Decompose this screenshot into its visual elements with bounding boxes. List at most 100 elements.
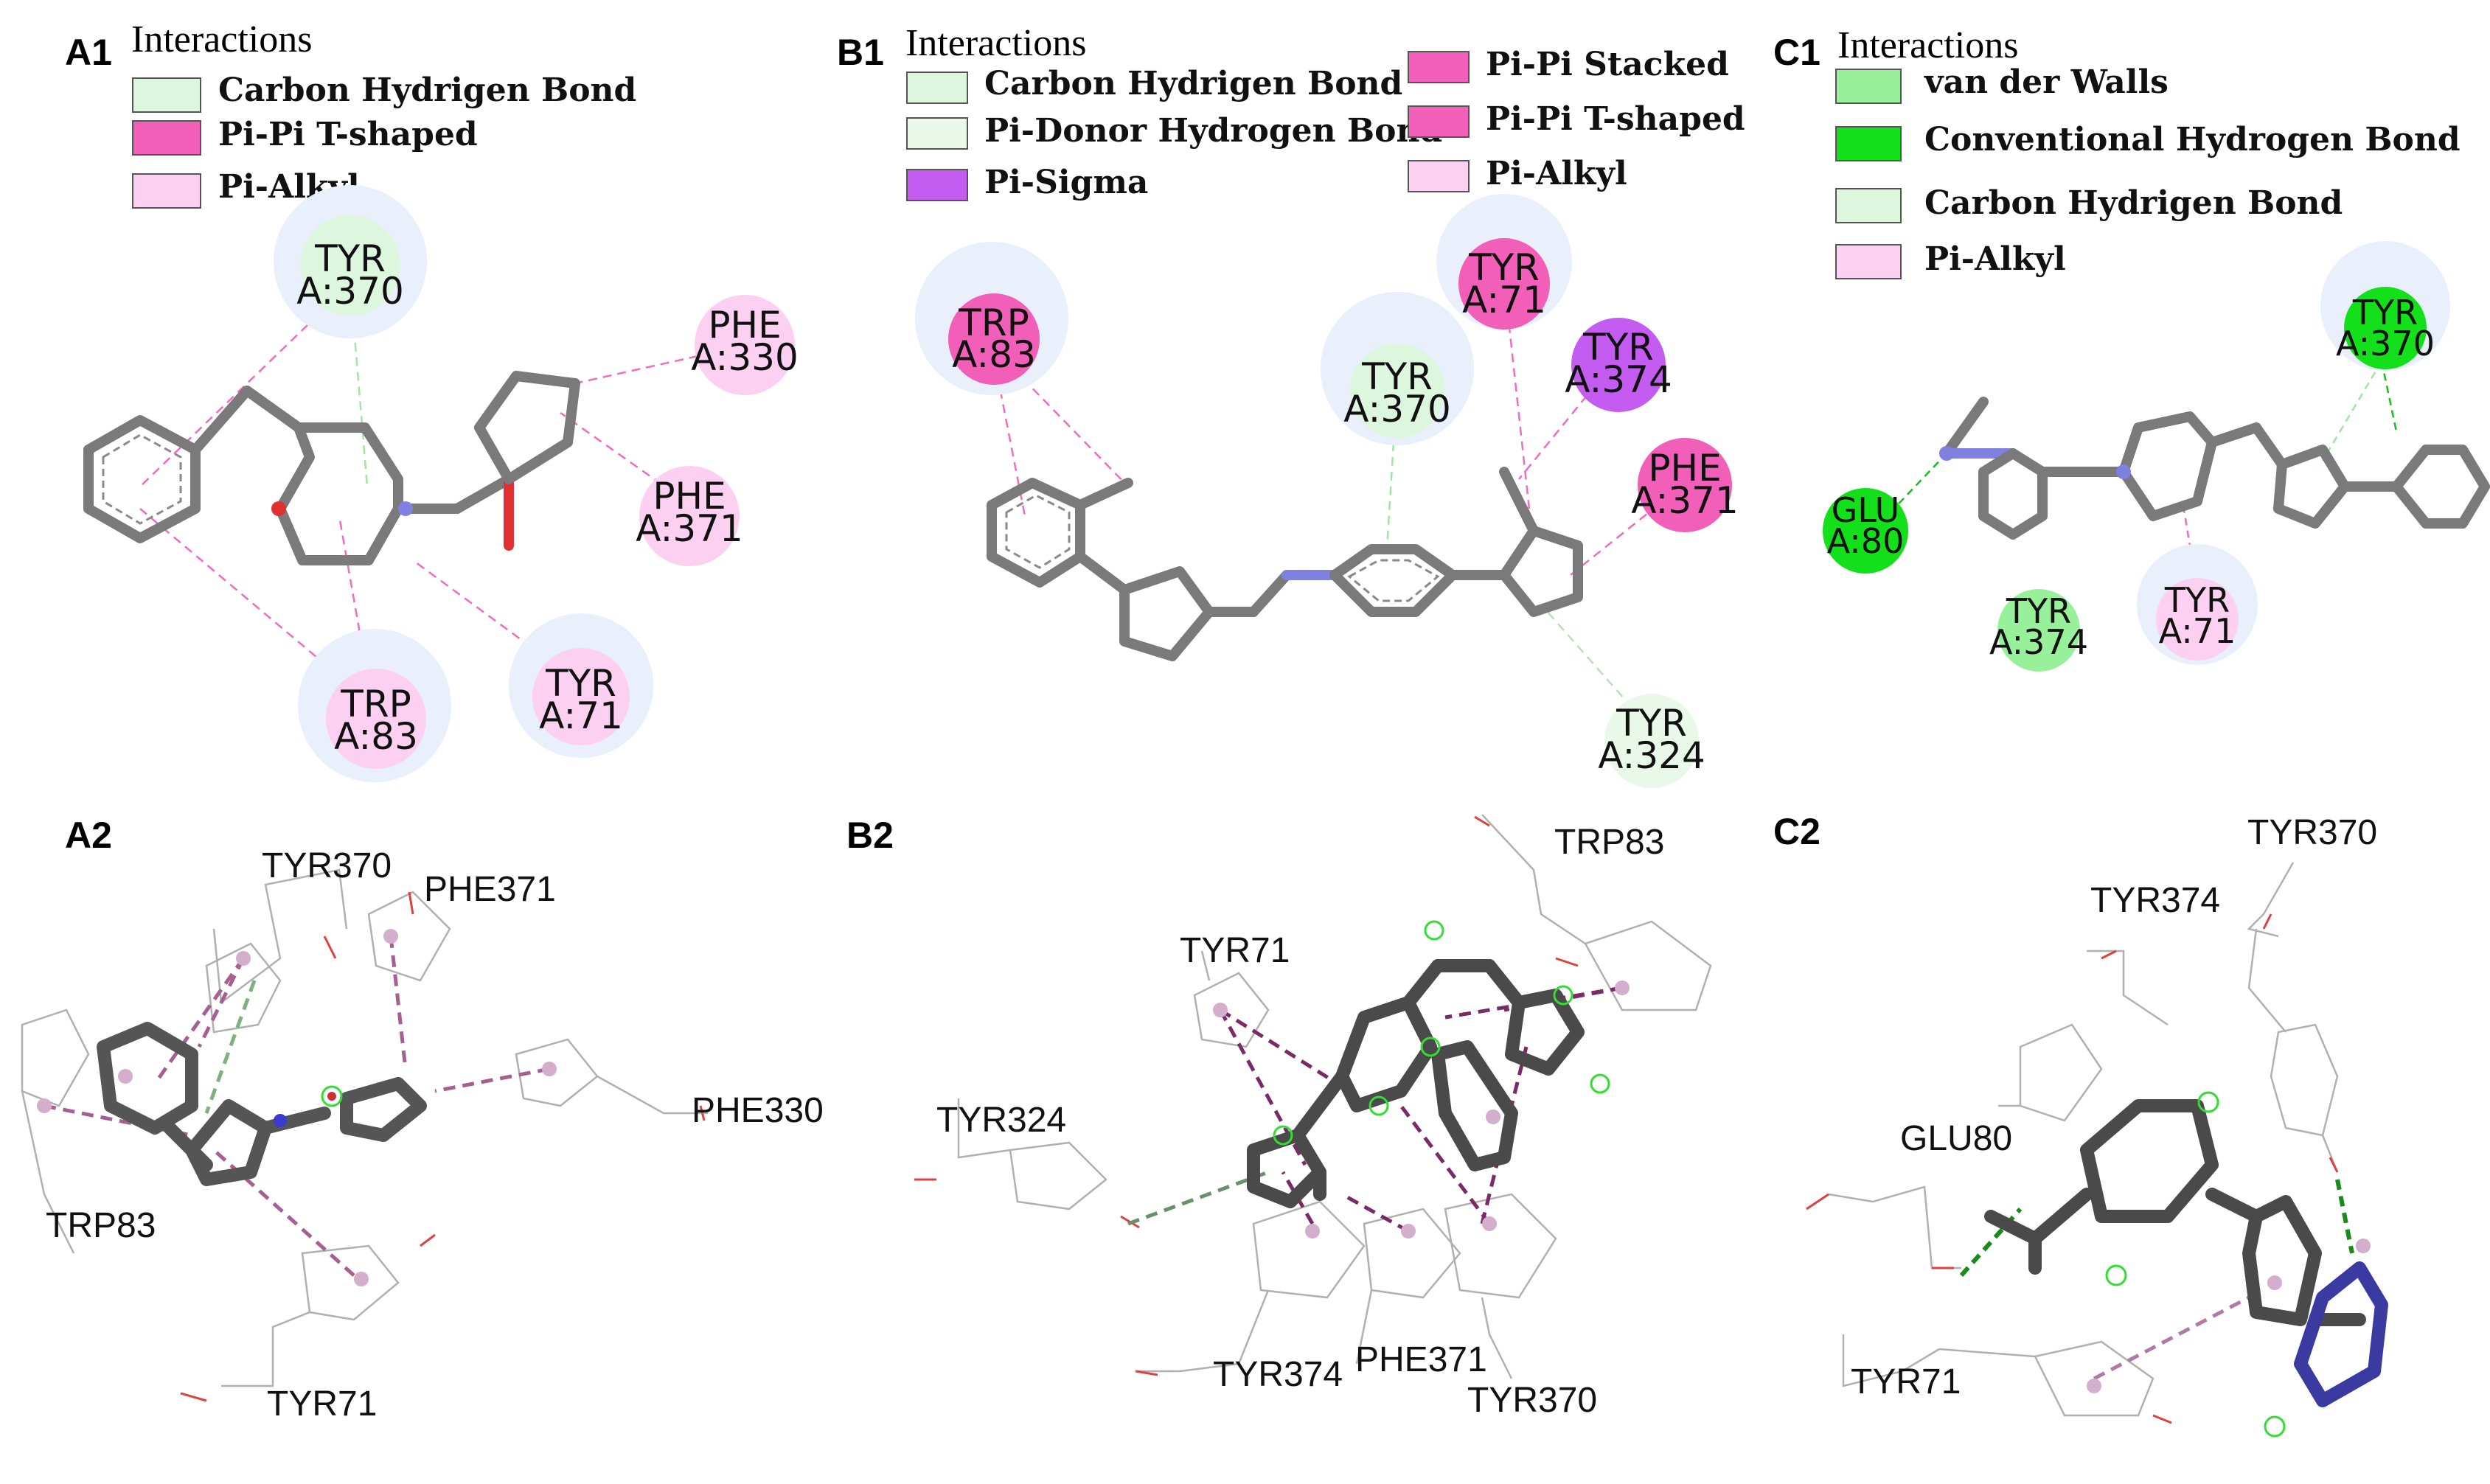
residue-disc <box>695 295 795 395</box>
residue-disc <box>1997 589 2080 672</box>
residue-label: TYR370 <box>2247 813 2377 852</box>
panel-b2: B2 <box>846 814 1712 1420</box>
legend-label: Pi-Pi Stacked <box>1486 46 1729 83</box>
oxygen-bond <box>1806 1193 1829 1210</box>
oxygen-bond <box>420 1233 436 1247</box>
hbond-marker <box>1369 1095 1389 1116</box>
nitrogen-atom <box>2116 464 2131 479</box>
residue-label: TYR370 <box>262 846 392 885</box>
residue-position: A:83 <box>952 333 1036 376</box>
residue-wireframe <box>1355 1289 1373 1365</box>
pi-centroid <box>2087 1379 2101 1393</box>
bond <box>1483 959 1526 1009</box>
bond <box>1941 397 1989 459</box>
ring-bond <box>293 422 403 514</box>
residue-name: TYR <box>1582 326 1654 369</box>
hbond-marker <box>1420 1037 1441 1057</box>
residue-wireframe <box>2019 1023 2103 1122</box>
legend-swatch <box>1408 105 1470 138</box>
residue-wireframe <box>957 1098 1011 1159</box>
residue-wireframe <box>1200 950 1211 981</box>
residue-phe330-a1: PHE A:330 <box>691 295 799 395</box>
oxygen-bond <box>2329 1157 2339 1173</box>
legend-label: Conventional Hydrogen Bond <box>1924 121 2461 158</box>
oxygen-bond <box>1135 1370 1158 1376</box>
aromatic-inner-ring <box>1005 494 1071 569</box>
hbond-marker <box>1553 985 1573 1006</box>
residue-label: TRP83 <box>1554 823 1664 862</box>
residue-disc <box>1571 318 1666 412</box>
oxygen-bond <box>699 1105 706 1121</box>
panel-b1: B1 Interactions Carbon Hydrigen Bond Pi-… <box>837 22 1745 788</box>
panel-a2: A2 <box>21 815 824 1424</box>
ligand-b1 <box>987 467 1583 661</box>
residue-wireframe <box>1363 1208 1461 1299</box>
panel-a1: A1 Interactions Carbon Hydrigen Bond Pi-… <box>65 18 799 782</box>
bond <box>452 474 514 514</box>
bond <box>2207 422 2261 447</box>
aromatic-inner-ring <box>102 433 182 525</box>
legend-swatch <box>1835 69 1902 104</box>
legend-label: Carbon Hydrigen Bond <box>218 72 636 109</box>
hbond-marker <box>1590 1073 1610 1094</box>
panel-tag-b2: B2 <box>846 815 894 856</box>
pi-centroid <box>383 929 398 944</box>
oxygen-bond <box>323 936 337 959</box>
residue-name: TYR <box>2006 591 2071 631</box>
ligand-b2 <box>1247 959 1585 1208</box>
residue-disc <box>532 648 630 745</box>
pi-centroid <box>2356 1239 2371 1253</box>
residue-phe371-b1: PHE A:371 <box>1631 438 1739 532</box>
residue-name: PHE <box>653 475 726 518</box>
interaction-line <box>1480 1046 1529 1225</box>
residue-wireframe <box>2034 1340 2155 1417</box>
residue-position: A:80 <box>1827 521 1905 561</box>
pi-centroid <box>2267 1275 2282 1290</box>
hbond-line <box>204 980 257 1114</box>
interaction-line <box>1218 1009 1307 1166</box>
residue-tyr71-c1: TYR A:71 <box>2137 544 2258 665</box>
residue-position: A:370 <box>1343 388 1451 431</box>
residue-position: A:330 <box>691 336 799 379</box>
bond <box>1248 570 1292 617</box>
interaction-line <box>1570 486 1682 576</box>
hbond-marker <box>2197 1091 2219 1113</box>
interaction-line <box>2093 1295 2250 1381</box>
residue-name: GLU <box>1832 490 1900 530</box>
residue-position: A:324 <box>1598 734 1705 777</box>
legend-label: Pi-Pi T-shaped <box>1486 100 1745 138</box>
bond <box>1291 1070 1349 1142</box>
ring-bond <box>275 422 403 565</box>
residue-wireframe <box>367 891 451 982</box>
pi-centroid <box>1213 1003 1228 1017</box>
residue-label: TYR374 <box>2090 881 2220 920</box>
panel-tag-c2: C2 <box>1773 811 1820 852</box>
pi-centroid <box>1615 980 1630 995</box>
legend-label: Carbon Hydrigen Bond <box>984 65 1402 102</box>
residue-label: GLU80 <box>1900 1119 2012 1158</box>
residue-tyr71-b1: TYR A:71 <box>1436 194 1572 330</box>
residue-disc <box>2344 287 2427 369</box>
bond <box>1075 551 1130 595</box>
residue-label: PHE371 <box>424 870 556 909</box>
ligand-ring <box>185 1099 272 1186</box>
residue-tyr324-b1: TYR A:324 <box>1598 694 1705 788</box>
residue-phe371-a1: PHE A:371 <box>636 466 743 566</box>
residue-wireframe <box>597 1075 708 1115</box>
residue-tyr374-b1: TYR A:374 <box>1565 318 1672 412</box>
residue-position: A:371 <box>636 507 743 550</box>
residue-wireframe <box>1828 1185 1961 1269</box>
aromatic-inner-ring <box>1347 559 1440 602</box>
residue-wireframe <box>21 1009 90 1107</box>
hbond-marker <box>2105 1264 2127 1286</box>
residue-label: TYR374 <box>1213 1355 1343 1394</box>
panel-tag-b1: B1 <box>837 32 884 73</box>
residue-wireframe <box>221 1311 310 1387</box>
interaction-line <box>153 957 246 1085</box>
residue-wireframe <box>21 1090 75 1254</box>
residue-trp83-b1: TRP A:83 <box>915 242 1068 395</box>
bond <box>1075 478 1133 510</box>
residue-disc <box>1458 238 1550 330</box>
pyrazole-ring <box>1119 566 1214 661</box>
interaction-line <box>434 1067 550 1093</box>
